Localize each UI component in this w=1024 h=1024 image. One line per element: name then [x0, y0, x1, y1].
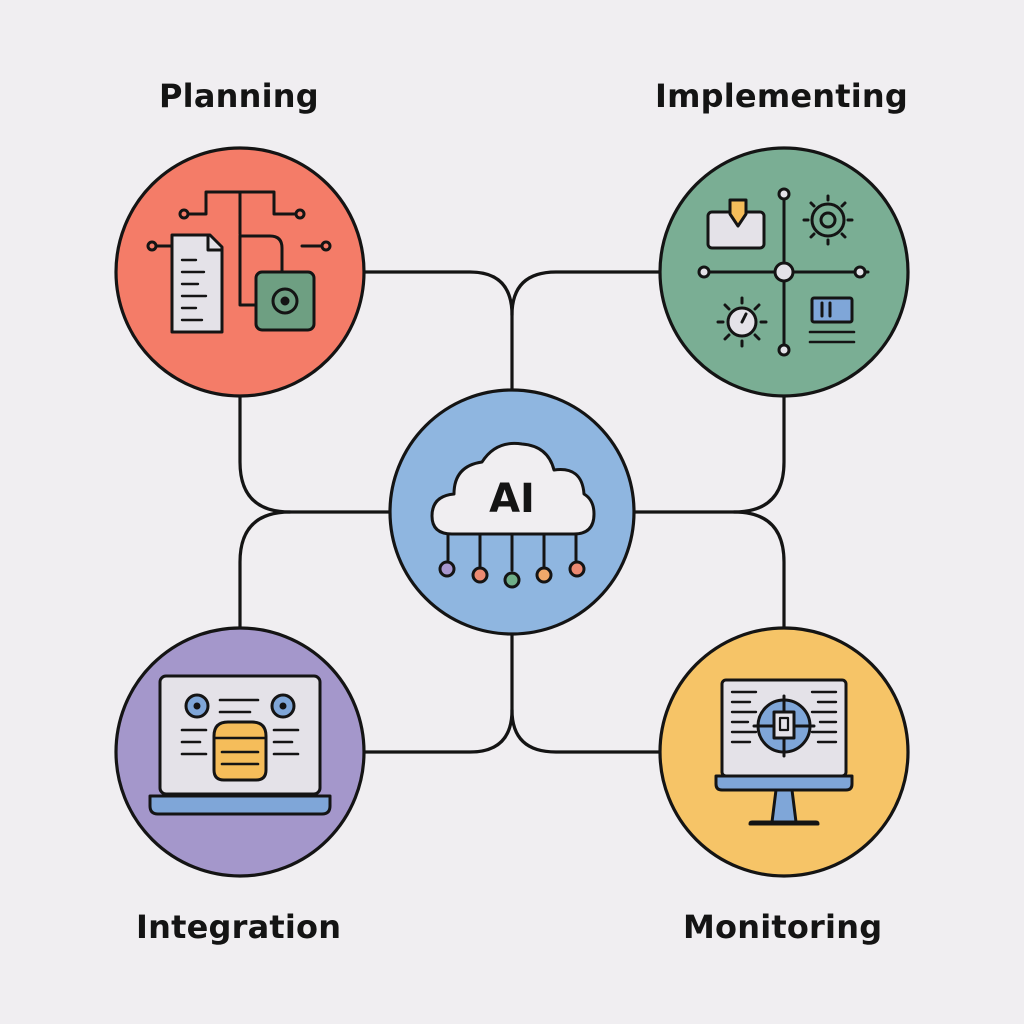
connector-integration-right [360, 632, 514, 754]
planning-node [114, 146, 366, 398]
monitor-target-icon [714, 678, 854, 826]
stage-label-planning: Planning [159, 77, 319, 115]
connector-implementing-down [632, 393, 786, 514]
connector-planning-down [238, 393, 392, 514]
connector-lines [238, 270, 786, 754]
connector-implementing-left [510, 270, 664, 317]
connector-integration-up [238, 510, 292, 630]
implementing-node [658, 146, 910, 398]
ai-cloud-icon [430, 441, 596, 589]
ai-hub-node: AI [388, 388, 636, 636]
monitoring-node [658, 626, 910, 878]
laptop-dashboard-icon [148, 674, 332, 816]
network-gears-icon [697, 187, 870, 357]
stage-label-monitoring: Monitoring [683, 908, 883, 946]
stage-label-integration: Integration [136, 908, 342, 946]
connector-monitoring-left [510, 708, 664, 754]
hub-label: AI [489, 476, 535, 522]
stage-label-implementing: Implementing [655, 77, 909, 115]
connector-planning-right [360, 270, 514, 392]
document-circuit-icon [146, 190, 332, 334]
integration-node [114, 626, 366, 878]
connector-monitoring-up [732, 510, 786, 630]
